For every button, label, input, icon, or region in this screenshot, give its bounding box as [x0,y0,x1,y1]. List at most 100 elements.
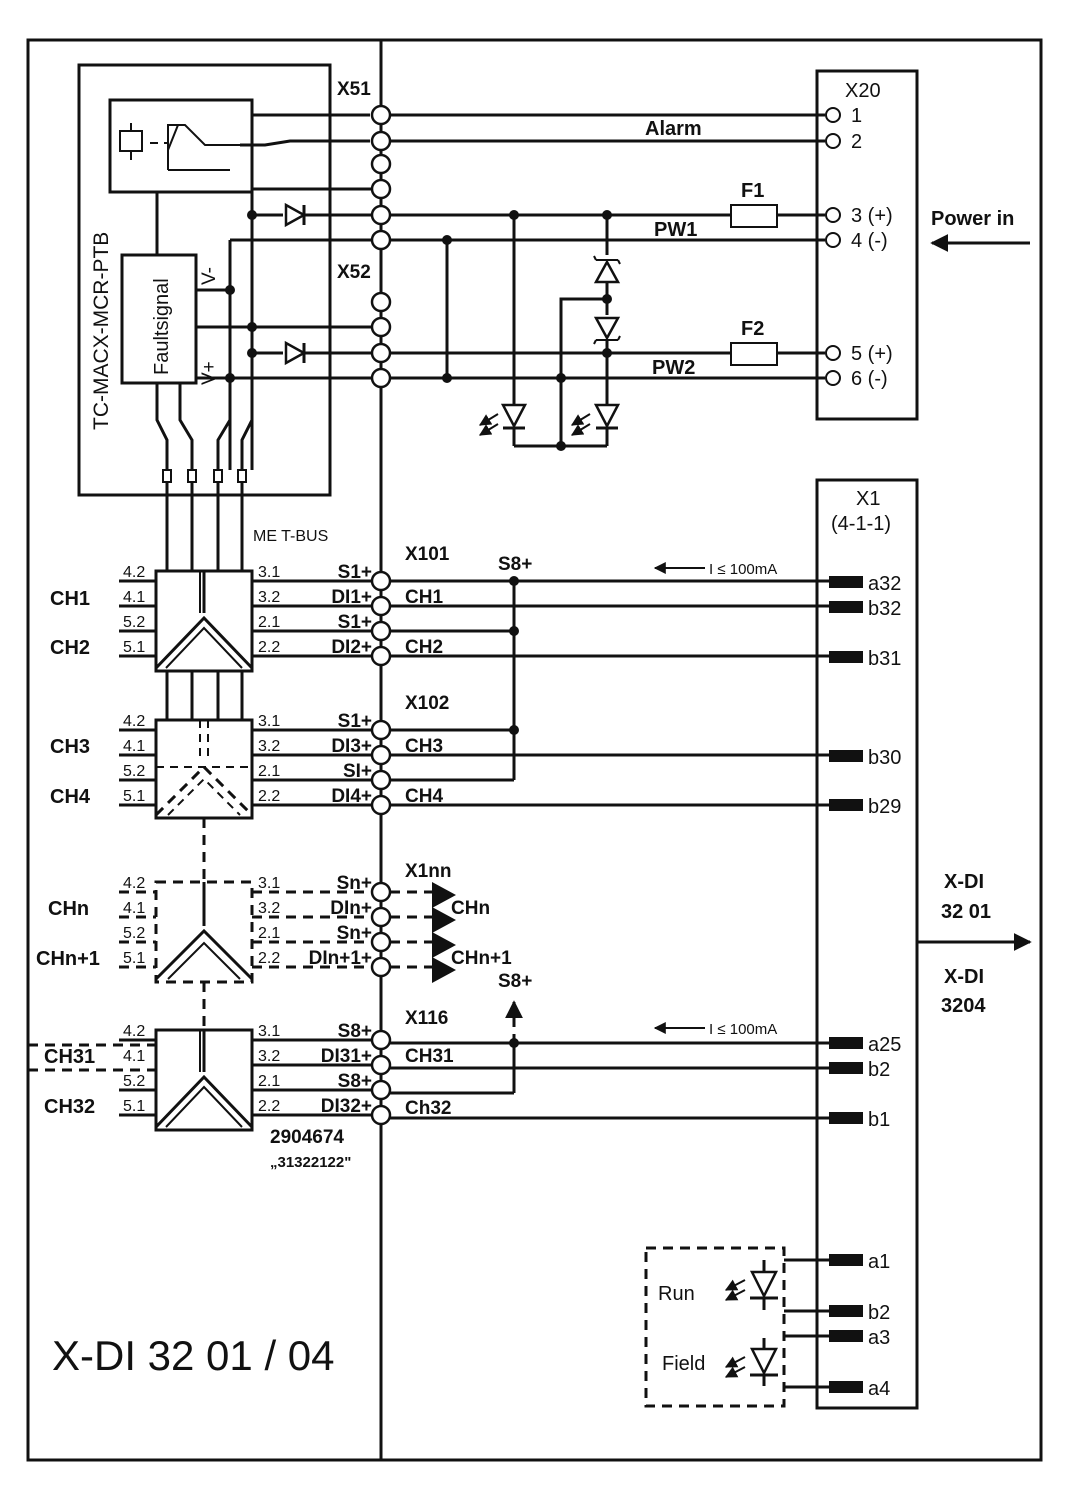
x1-pin-b32: b32 [868,598,901,620]
groupn-left-2: 5.2 [123,925,145,942]
groupn-right-1: 3.2 [258,900,280,917]
x20-pin-1: 1 [851,105,862,127]
faultsignal-label: Faultsignal [151,278,173,375]
group31-left-0: 4.2 [123,1023,145,1040]
led-field-label: Field [662,1353,705,1375]
x1-subtitle: (4-1-1) [831,513,891,535]
x1nn-label: X1nn [405,861,451,882]
output-label-1: X-DI [944,871,984,893]
x1-pin-a3: a3 [868,1327,890,1349]
x102-label: X102 [405,693,449,714]
group2-sig-0: S1+ [338,711,372,732]
s8-label-top: S8+ [498,554,532,575]
led-run-icon [724,1260,779,1310]
x1-pin-a32: a32 [868,573,901,595]
current-note-top: I ≤ 100mA [709,561,777,578]
groupn-right-0: 3.1 [258,875,280,892]
groupn-left-1: 4.1 [123,900,145,917]
power-in-label: Power in [931,208,1014,230]
groupn-ch-a: CHn [48,898,89,920]
x20-pin-4: 4 (-) [851,230,888,252]
group31-right-2: 2.1 [258,1073,280,1090]
group1-left-0: 4.2 [123,564,145,581]
group1-left-1: 4.1 [123,589,145,606]
channel-group-1 [119,569,829,673]
group31-ch-b: CH32 [44,1096,95,1118]
x20-title: X20 [845,80,881,102]
x51-label: X51 [337,79,371,100]
group1-left-2: 5.2 [123,614,145,631]
group31-right-1: 3.2 [258,1048,280,1065]
group31-ch-a: CH31 [44,1046,95,1068]
group2-left-1: 4.1 [123,738,145,755]
x20-pin-5: 5 (+) [851,343,893,365]
x1-pin-b30: b30 [868,747,901,769]
group31-left-1: 4.1 [123,1048,145,1065]
led-field-icon [724,1338,779,1386]
group31-sig-3: DI32+ [321,1096,372,1117]
groupn-ch-b: CHn+1 [36,948,100,970]
group31-out-1: Ch32 [405,1098,451,1119]
group31-sig-1: DI31+ [321,1046,372,1067]
pw2-label: PW2 [652,357,695,379]
fuse-f2-label: F2 [741,318,764,340]
group31-sig-2: S8+ [338,1071,372,1092]
groupn-right-3: 2.2 [258,950,280,967]
current-note-bottom: I ≤ 100mA [709,1021,777,1038]
group2-right-0: 3.1 [258,713,280,730]
group1-out-1: CH2 [405,637,443,658]
group1-right-0: 3.1 [258,564,280,581]
group2-out-0: CH3 [405,736,443,757]
x1-pin-b2-led: b2 [868,1302,890,1324]
groupn-sig-1: DIn+ [330,898,372,919]
output-label-2: 32 01 [941,901,991,923]
x1-title: X1 [856,488,880,510]
output-label-3: X-DI [944,966,984,988]
x20-pin-6: 6 (-) [851,368,888,390]
diagram-title: X-DI 32 01 / 04 [52,1332,335,1379]
groupn-sig-3: DIn+1+ [309,948,372,969]
group2-left-3: 5.1 [123,788,145,805]
group31-right-3: 2.2 [258,1098,280,1115]
led-run-label: Run [658,1283,695,1305]
group2-sig-2: SI+ [343,761,372,782]
alarm-label: Alarm [645,118,702,140]
fuse-f1-label: F1 [741,180,764,202]
group1-out-0: CH1 [405,587,443,608]
groupn-left-3: 5.1 [123,950,145,967]
output-label-4: 3204 [941,995,986,1017]
x101-label: X101 [405,544,450,565]
groupn-sig-2: Sn+ [337,923,372,944]
part-number: 2904674 [270,1127,344,1148]
x52-label: X52 [337,262,371,283]
channel-group-n [119,880,456,984]
groupn-out-0: CHn [451,898,490,919]
metbus-label: ME T-BUS [253,528,328,545]
led-pw1-icon [500,403,528,429]
group2-right-3: 2.2 [258,788,280,805]
group1-sig-1: DI1+ [331,587,372,608]
faultsignal-box [120,253,198,385]
v-plus-label: V+ [199,361,220,385]
group2-right-2: 2.1 [258,763,280,780]
relay-switch-icon [167,124,240,170]
diode-icon [284,340,307,366]
x1-pin-b31: b31 [868,648,901,670]
groupn-out-1: CHn+1 [451,948,512,969]
pw1-label: PW1 [654,219,697,241]
group1-sig-3: DI2+ [331,637,372,658]
group2-ch-a: CH3 [50,736,90,758]
group2-sig-3: DI4+ [331,786,372,807]
x1-pins [829,576,863,1393]
group31-left-2: 5.2 [123,1073,145,1090]
group2-ch-b: CH4 [50,786,91,808]
group2-left-0: 4.2 [123,713,145,730]
x1-pin-b1: b1 [868,1109,890,1131]
channel-group-31 [28,1028,829,1132]
x1-pin-a4: a4 [868,1378,890,1400]
relay-module-name: TC-MACX-MCR-PTB [90,232,113,430]
x20-pin-3: 3 (+) [851,205,893,227]
diode-icon [284,202,307,228]
x20-block [815,69,919,421]
